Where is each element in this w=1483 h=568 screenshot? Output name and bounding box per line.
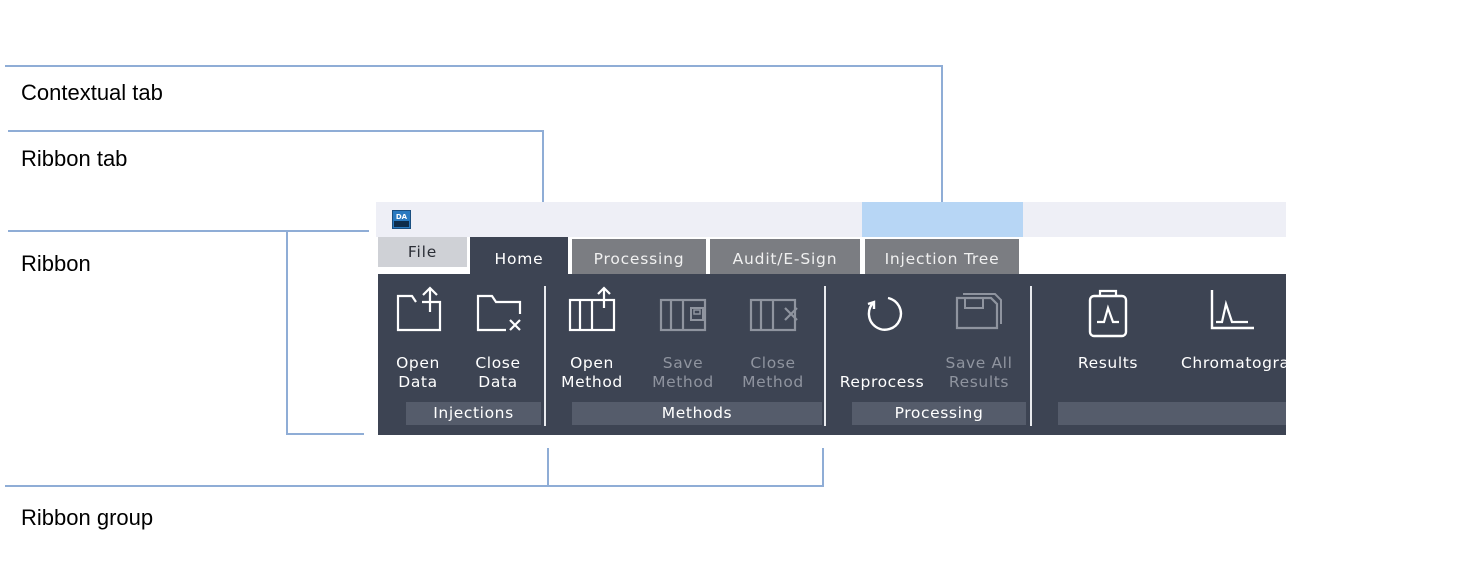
ribbon-line-top xyxy=(8,230,369,232)
application-window: DA File Home Processing Audit/E-Sign Inj… xyxy=(376,202,1286,435)
contextual-tab-callout: Contextual tab xyxy=(21,80,163,105)
open-folder-icon xyxy=(396,286,442,332)
close-method-label: Close Method xyxy=(742,354,804,391)
app-logo-icon[interactable]: DA xyxy=(392,210,411,229)
refresh-icon xyxy=(867,296,903,331)
save-method-icon xyxy=(659,298,707,332)
ribbon-tab-callout: Ribbon tab xyxy=(21,146,128,171)
processing-group-label: Processing xyxy=(852,402,1026,425)
save-method-label: Save Method xyxy=(652,354,714,391)
reprocess-label-line1: Reprocess xyxy=(839,373,925,391)
contextual-tab-highlight xyxy=(862,202,1023,237)
app-logo-text: DA xyxy=(396,213,408,221)
contextual-tab-line-v xyxy=(941,65,943,263)
chromatograms-label: Chromatogra xyxy=(1181,354,1286,372)
views-group-label xyxy=(1058,402,1286,425)
title-bar xyxy=(376,202,1286,237)
tab-audit-esign[interactable]: Audit/E-Sign xyxy=(710,239,860,274)
results-button[interactable]: Results xyxy=(1078,282,1137,394)
ribbon: Open Data Close Data Injections Open Met… xyxy=(378,274,1286,435)
group-separator xyxy=(544,286,546,426)
open-method-button[interactable]: Open Method xyxy=(561,282,622,394)
tab-injection-tree[interactable]: Injection Tree xyxy=(865,239,1019,274)
save-method-button[interactable]: Save Method xyxy=(652,282,713,394)
ribbon-bracket-v xyxy=(286,230,288,435)
open-method-label: Open Method xyxy=(561,354,623,391)
save-all-results-label: Save All Results xyxy=(945,354,1013,391)
group-separator xyxy=(1030,286,1032,426)
close-method-icon xyxy=(749,298,798,332)
tab-home[interactable]: Home xyxy=(470,237,568,274)
results-label: Results xyxy=(1077,354,1139,372)
injections-group-label: Injections xyxy=(406,402,541,425)
ribbon-group-line-left xyxy=(547,448,549,486)
open-data-button[interactable]: Open Data xyxy=(390,282,446,394)
save-all-icon xyxy=(955,293,1002,330)
save-all-results-button[interactable]: Save All Results xyxy=(946,282,1012,394)
tab-file[interactable]: File xyxy=(378,237,467,267)
ribbon-group-callout: Ribbon group xyxy=(21,505,154,530)
open-data-label: Open Data xyxy=(396,354,440,391)
ribbon-bracket-bottom xyxy=(286,433,364,435)
close-data-label: Close Data xyxy=(475,354,521,391)
ribbon-group-line-right xyxy=(822,448,824,486)
close-folder-icon xyxy=(476,294,522,332)
ribbon-tab-line-v xyxy=(542,130,544,248)
ribbon-tab-line-h xyxy=(8,130,544,132)
chromatograms-button[interactable]: Chromatogra xyxy=(1181,282,1286,394)
methods-group-label: Methods xyxy=(572,402,822,425)
chevron-down-icon[interactable]: ▼ xyxy=(877,434,886,435)
ribbon-group-line-h xyxy=(5,485,824,487)
close-data-button[interactable]: Close Data xyxy=(470,282,526,394)
close-method-button[interactable]: Close Method xyxy=(742,282,803,394)
open-method-icon xyxy=(568,286,616,332)
clipboard-chart-icon xyxy=(1088,289,1128,338)
chromatogram-icon xyxy=(1210,290,1254,330)
contextual-tab-line-h xyxy=(5,65,943,67)
ribbon-callout: Ribbon xyxy=(21,251,91,276)
group-separator xyxy=(824,286,826,426)
tab-processing[interactable]: Processing xyxy=(572,239,706,274)
reprocess-all-button[interactable]: Reprocess All ▼ xyxy=(840,282,924,435)
